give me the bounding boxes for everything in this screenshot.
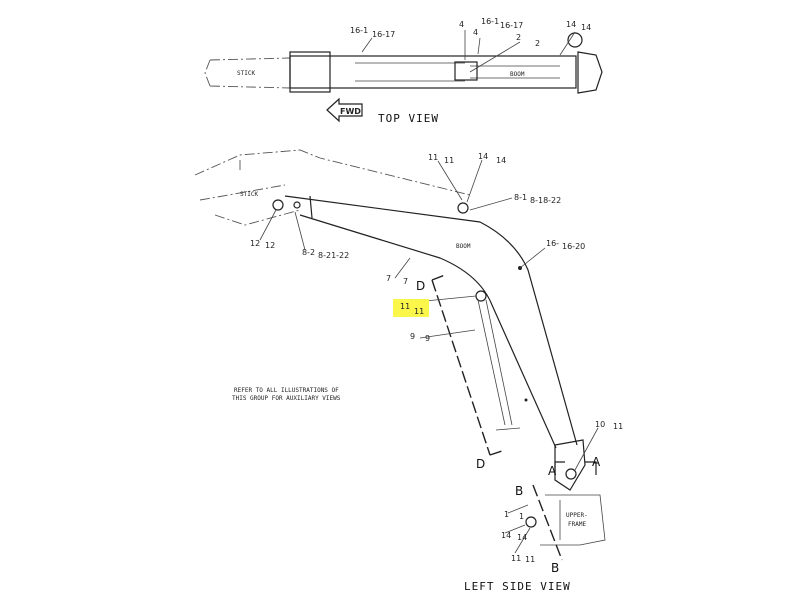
- leader-lines-top: [361, 30, 576, 73]
- callout: 14: [566, 20, 576, 29]
- section-marker-b: B: [551, 561, 559, 575]
- cylinder-foot-pin: [525, 516, 537, 528]
- callout: 9: [425, 334, 430, 343]
- callout: 12: [250, 239, 260, 248]
- section-marker-a: A: [548, 464, 557, 478]
- boom-lower-edge: [299, 214, 557, 449]
- cylinder-head-pin: [457, 202, 469, 214]
- stick-outline-side: [194, 149, 471, 226]
- cylinder-rod-pin: [475, 290, 487, 302]
- grease-point: [524, 398, 528, 402]
- callout: 14: [478, 152, 488, 161]
- callout: 1: [504, 510, 509, 519]
- note-text: REFER TO ALL ILLUSTRATIONS OF: [234, 387, 339, 394]
- section-marker-a: A: [592, 455, 601, 469]
- callout: 8-18-22: [530, 196, 561, 205]
- callout: 2: [535, 39, 540, 48]
- boom-end-plate: [309, 195, 313, 219]
- callout: 11: [428, 153, 438, 162]
- boom-foot-side: [554, 439, 586, 491]
- callout: 14: [517, 533, 527, 542]
- callout: 1: [519, 512, 524, 521]
- boom-foot-pin: [565, 468, 577, 480]
- callout-highlighted: 11: [414, 307, 424, 316]
- callout: 8-21-22: [318, 251, 349, 260]
- callout: 14: [581, 23, 591, 32]
- callout: 11: [511, 554, 521, 563]
- callout: 7: [386, 274, 391, 283]
- callout: 14: [496, 156, 506, 165]
- callout: 4: [473, 28, 478, 37]
- callout: 11: [444, 156, 454, 165]
- callout: 9: [410, 332, 415, 341]
- callout: 16-1: [481, 17, 499, 26]
- highlight-marker: [393, 299, 429, 317]
- stick-label-side: STICK: [240, 191, 258, 198]
- cylinder-pin-top: [454, 61, 478, 81]
- callout: 4: [459, 20, 464, 29]
- section-marker-b: B: [515, 484, 523, 498]
- callout: 2: [516, 33, 521, 42]
- callout: 16-17: [372, 30, 395, 39]
- boom-label-top: BOOM: [510, 71, 525, 78]
- upper-frame-outline: [540, 494, 606, 546]
- callout: 11: [613, 422, 623, 431]
- boom-cylinder: [477, 299, 521, 431]
- side-view-title: LEFT SIDE VIEW: [464, 580, 571, 593]
- callout: 12: [265, 241, 275, 250]
- note-text: THIS GROUP FOR AUXILIARY VIEWS: [232, 395, 341, 402]
- boom-upper-edge: [284, 195, 578, 446]
- stick-label-top: STICK: [237, 70, 255, 77]
- top-view: STICK BOOM 16-1 16-17 4 4 16-1 16-17 2 2…: [204, 17, 603, 125]
- boom-foot-top: [577, 51, 603, 94]
- pin-top: [567, 32, 583, 48]
- left-side-view: STICK BOOM UPPER- FRAME 11 11 14 14 8-1 …: [194, 149, 623, 593]
- cylinder-top: [355, 62, 560, 82]
- section-line-a: [554, 461, 597, 475]
- section-line-d: [431, 274, 506, 456]
- callout: 16-17: [500, 21, 523, 30]
- callout: 16-: [546, 239, 559, 248]
- fwd-arrow-icon: [326, 97, 363, 123]
- callout-highlighted: 11: [400, 302, 410, 311]
- section-line-b: [532, 484, 563, 561]
- callout: 14: [501, 531, 511, 540]
- callout: 8-1: [514, 193, 527, 202]
- section-marker-d: D: [416, 279, 425, 293]
- stick-pin-bracket-top: [289, 51, 331, 93]
- leader-lines-side: [259, 159, 599, 554]
- callout: 16-1: [350, 26, 368, 35]
- callout: 16-20: [562, 242, 585, 251]
- callout: 10: [595, 420, 605, 429]
- upper-frame-label: UPPER-: [566, 512, 588, 519]
- top-view-title: TOP VIEW: [378, 112, 439, 125]
- section-marker-d: D: [476, 457, 485, 471]
- stick-outline-top: [204, 57, 291, 89]
- callout: 8-2: [302, 248, 315, 257]
- pin: [293, 201, 301, 209]
- upper-frame-label: FRAME: [568, 521, 586, 528]
- stick-pin: [272, 199, 284, 211]
- fwd-label: FWD: [340, 107, 361, 116]
- callout: 11: [525, 555, 535, 564]
- boom-label-side: BOOM: [456, 243, 471, 250]
- callout: 7: [403, 277, 408, 286]
- boom-body-top: [289, 55, 577, 89]
